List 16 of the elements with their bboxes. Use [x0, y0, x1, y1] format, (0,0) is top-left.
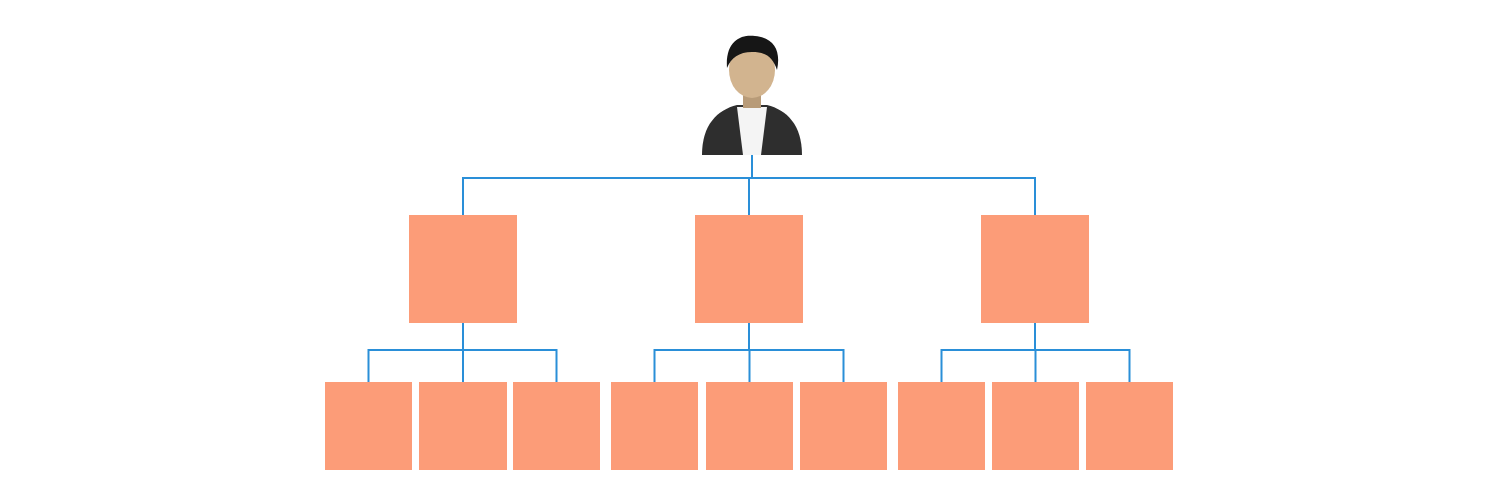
- org-box: [325, 382, 412, 470]
- org-box: [706, 382, 793, 470]
- org-box: [611, 382, 698, 470]
- org-box: [981, 215, 1089, 323]
- connector-line: [751, 154, 1036, 216]
- org-box: [898, 382, 985, 470]
- org-box: [513, 382, 600, 470]
- org-box: [409, 215, 517, 323]
- org-box: [992, 382, 1079, 470]
- org-box: [1086, 382, 1173, 470]
- connector-line: [748, 322, 845, 383]
- org-box: [419, 382, 507, 470]
- org-box: [695, 215, 803, 323]
- connector-line: [1034, 322, 1131, 383]
- org-box: [800, 382, 887, 470]
- connector-line: [462, 322, 558, 383]
